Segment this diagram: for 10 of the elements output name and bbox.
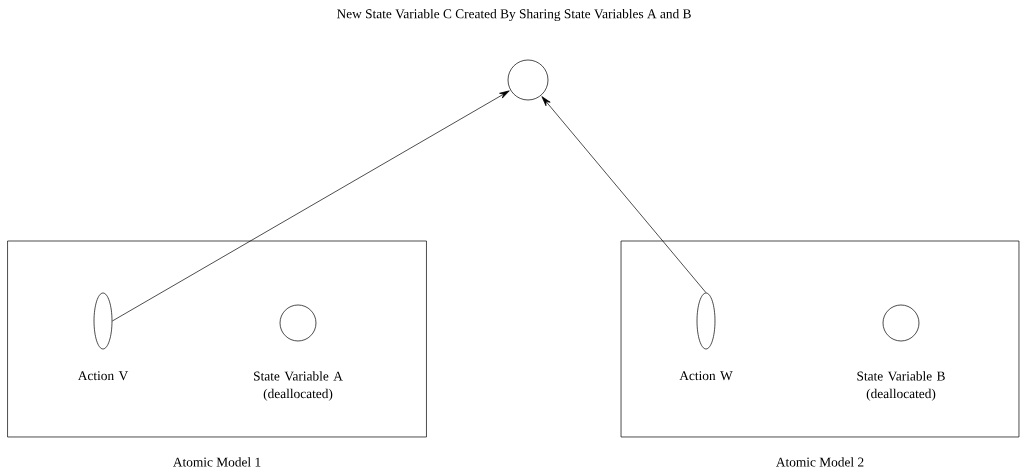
arrow	[112, 90, 510, 322]
state-label: State Variable A (deallocated)	[254, 371, 343, 401]
action-label: Action W	[679, 371, 733, 381]
box-heading: Atomic Model 2	[776, 457, 864, 467]
state-circle	[507, 59, 549, 101]
box-heading: Atomic Model 1	[173, 457, 261, 467]
state-label: State Variable B (deallocated)	[857, 371, 945, 401]
action-label: Action V	[77, 371, 129, 381]
arrow	[541, 96, 707, 293]
title: New State Variable C Created By Sharing State Variables A and B	[336, 8, 691, 22]
